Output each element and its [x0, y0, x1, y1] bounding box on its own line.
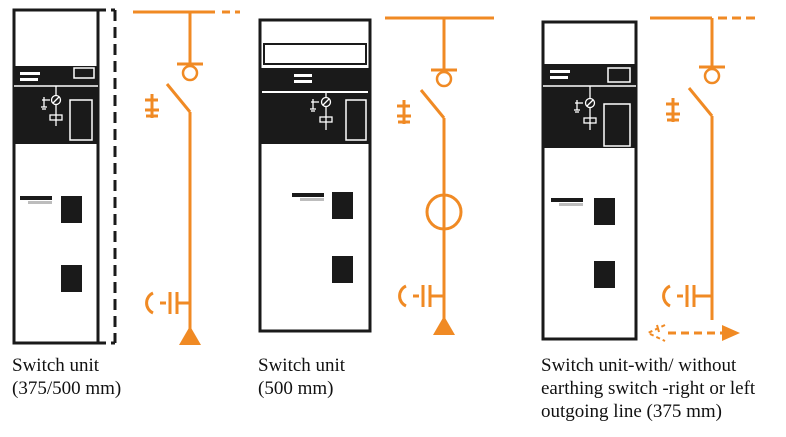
caption-unit-3-line-3: outgoing line (375 mm)	[541, 401, 723, 422]
unit-1	[12, 8, 240, 345]
caption-unit-1-line-2: (375/500 mm)	[12, 378, 122, 399]
cable-terminal-2	[433, 316, 455, 335]
caption-unit-2: Switch unit (500 mm)	[258, 354, 345, 400]
disconnector-contact-1	[181, 64, 199, 82]
current-transformer-2	[425, 193, 463, 231]
unit-2	[258, 16, 494, 335]
mimic-symbol-3	[574, 86, 597, 130]
single-line-2	[385, 16, 494, 335]
capacitive-divider-3	[662, 284, 712, 308]
cable-terminal-1	[179, 326, 201, 345]
left-outgoing-arrow-3	[645, 324, 666, 342]
mimic-symbol-2	[310, 92, 333, 130]
disconnector-contact-3	[703, 67, 721, 85]
earthing-switch-1	[145, 94, 159, 118]
switch-blade-1	[165, 83, 192, 113]
unit-3	[541, 16, 760, 342]
mimic-symbol-1	[41, 86, 63, 126]
caption-unit-1: Switch unit (375/500 mm)	[12, 354, 121, 400]
cabinet-1	[12, 8, 117, 345]
caption-unit-3: Switch unit-with/ without earthing switc…	[541, 354, 755, 423]
switch-blade-2	[419, 89, 446, 119]
cabinet-3	[541, 20, 638, 341]
earthing-switch-2	[397, 100, 411, 124]
caption-unit-3-line-1: Switch unit-with/ without	[541, 355, 737, 376]
caption-unit-2-line-1: Switch unit	[258, 355, 346, 376]
earthing-switch-3	[666, 98, 680, 122]
capacitive-divider-1	[145, 291, 190, 315]
right-outgoing-arrow-3	[722, 325, 740, 341]
disconnector-contact-2	[435, 70, 453, 88]
switch-blade-3	[687, 87, 714, 117]
caption-unit-1-line-1: Switch unit	[12, 355, 100, 376]
single-line-1	[133, 10, 240, 345]
caption-unit-3-line-2: earthing switch -right or left	[541, 378, 756, 399]
cabinet-2	[258, 18, 372, 333]
caption-unit-2-line-2: (500 mm)	[258, 378, 334, 399]
single-line-3	[645, 16, 760, 342]
capacitive-divider-2	[398, 284, 444, 308]
